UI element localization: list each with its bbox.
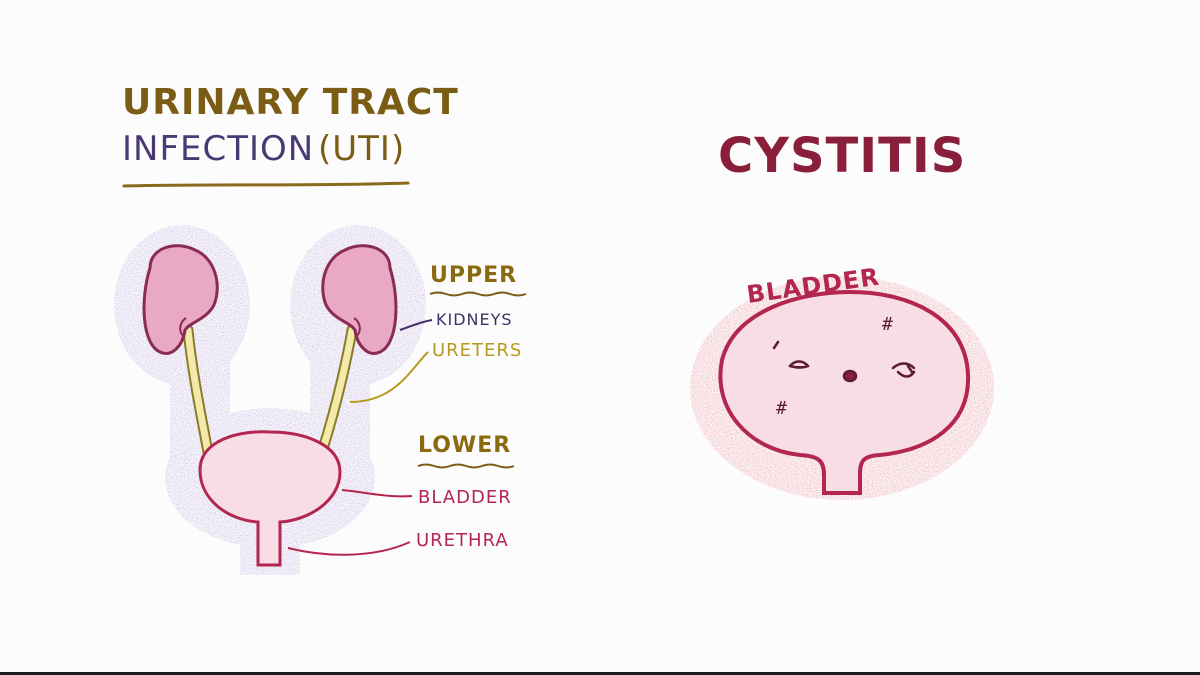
label-lower: LOWER: [418, 433, 511, 458]
right-eye: [891, 362, 916, 370]
pain-mark-1: #: [882, 314, 893, 335]
cystitis-bladder: [718, 289, 971, 495]
ureters-leader: [349, 351, 429, 403]
label-ureters: URETERS: [432, 340, 522, 361]
title-line-1: URINARY TRACT: [122, 82, 459, 123]
pain-mark-2: #: [776, 398, 787, 419]
left-brow: [772, 340, 780, 350]
mouth: [842, 369, 858, 383]
kidneys-leader: [399, 319, 433, 331]
left-eye: [788, 360, 810, 368]
label-urethra: URETHRA: [416, 530, 509, 551]
right-cheek: [896, 370, 916, 378]
right-kidney: [321, 244, 398, 355]
bladder-face: [772, 340, 916, 383]
lower-underline: [417, 463, 515, 469]
bladder-leader: [341, 489, 413, 498]
bottom-border: [0, 672, 1200, 675]
label-bladder: BLADDER: [418, 487, 512, 508]
cystitis-title: CYSTITIS: [718, 128, 966, 184]
tract-bladder: [198, 430, 342, 567]
upper-underline: [429, 291, 527, 297]
label-upper: UPPER: [430, 263, 517, 288]
title-line-2-abbrev: (UTI): [318, 129, 405, 169]
left-kidney: [142, 244, 219, 355]
urethra-leader: [287, 541, 411, 556]
label-kidneys: KIDNEYS: [436, 310, 513, 329]
title-underline: [122, 181, 410, 188]
title-line-2: INFECTION: [122, 129, 314, 169]
